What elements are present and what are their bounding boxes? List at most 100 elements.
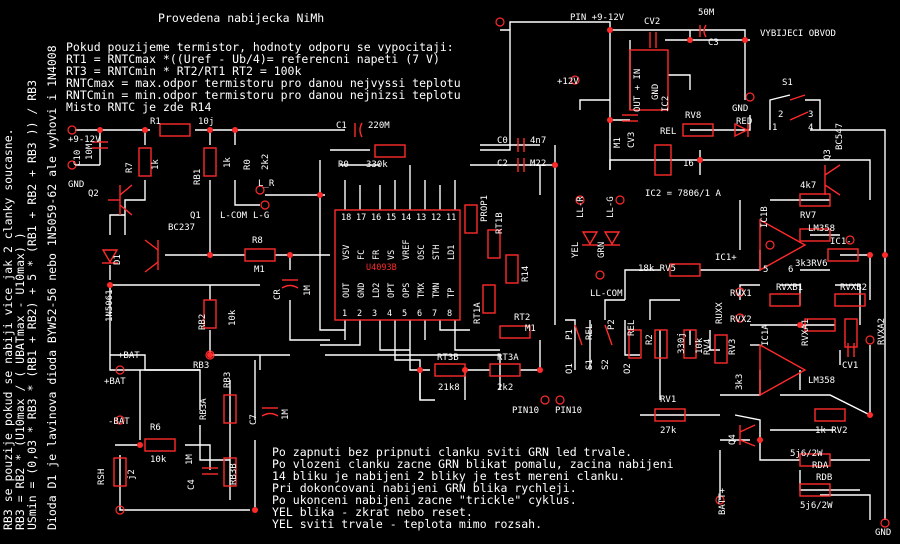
label: C7 xyxy=(249,414,259,425)
label: 10k xyxy=(150,455,167,465)
label: 4 xyxy=(808,123,813,133)
label: RDB xyxy=(816,473,832,483)
potentiometer-rv8 xyxy=(682,123,714,137)
led-red xyxy=(734,122,749,138)
ic1-chip xyxy=(334,209,461,321)
label: P2 xyxy=(607,319,617,330)
resistor-rt1b xyxy=(487,229,501,259)
label: Q1 xyxy=(190,211,201,221)
switch-s1 xyxy=(789,94,809,121)
label: O2 xyxy=(623,363,633,374)
label: RVX1 xyxy=(730,289,752,299)
bottom-notes: Po zapnuti bez pripnuti clanku sviti GRN… xyxy=(272,445,674,531)
label: RV3 xyxy=(728,339,738,355)
label: IC1- xyxy=(830,237,852,247)
label: BC237 xyxy=(168,223,195,233)
label: REL xyxy=(585,324,595,340)
resistor-rvxa2 xyxy=(844,318,858,348)
label: RV7 xyxy=(800,211,816,221)
label: P1 xyxy=(565,329,575,340)
label: IC2 xyxy=(661,96,671,112)
bottom-note-line: Po zapnuti bez pripnuti clanku sviti GRN… xyxy=(272,445,632,459)
top-notes: Pokud pouzijeme termistor, hodnoty odpor… xyxy=(66,40,461,114)
label: R14 xyxy=(521,266,531,282)
label: R2 xyxy=(645,334,655,345)
ic1-pin-number: 18 xyxy=(341,213,351,223)
label: GND xyxy=(651,84,661,100)
resistor-rdb xyxy=(799,483,831,497)
ic1-pin-name: LD1 xyxy=(447,245,457,260)
switch-p2 xyxy=(604,324,613,346)
top-note-line: Misto RNTC je zde R14 xyxy=(66,100,211,114)
label: Q3 xyxy=(823,149,833,160)
label: RB3 xyxy=(193,361,209,371)
label: BC547 xyxy=(835,123,845,150)
relay-coil xyxy=(654,144,672,176)
terminals xyxy=(67,17,890,528)
bottom-note-line: YEL sviti trvale - teplota mimo rozsah. xyxy=(272,517,542,531)
label: 1k RV2 xyxy=(815,426,848,436)
bottom-note-line: Po ukonceni nabijeni zacne "trickle" cyk… xyxy=(272,493,577,507)
side-notes: RB3 se pouzije pokud se nabiji vice jak … xyxy=(1,45,59,530)
label: +BAT xyxy=(118,351,140,361)
label: -BAT xyxy=(108,417,130,427)
label: CV2 xyxy=(644,17,660,27)
ic1-pin-number: 17 xyxy=(356,213,366,223)
label: C1 xyxy=(336,121,347,131)
capacitor-c2 xyxy=(517,158,525,172)
label: LL-R xyxy=(576,196,586,218)
potentiometer-rv6 xyxy=(827,248,859,262)
label: 5 xyxy=(763,265,768,275)
label: IC2 = 7806/1 A xyxy=(645,189,721,199)
transistor-q2 xyxy=(108,184,133,216)
resistor-rvxb2 xyxy=(834,293,866,307)
opamp-ic1b xyxy=(759,218,807,272)
ic1-pin-name: FR xyxy=(372,249,382,260)
label: RVXA2 xyxy=(877,318,887,345)
label: S1 xyxy=(782,78,793,88)
switch-p1 xyxy=(574,324,583,346)
label: 16 xyxy=(683,159,694,169)
resistor-rvxb1 xyxy=(769,293,801,307)
label: 1 xyxy=(772,123,777,133)
ic1-pin-name: OSC xyxy=(417,245,427,260)
label: R7 xyxy=(125,162,135,173)
label: RB2 xyxy=(198,314,208,330)
label: RT1A xyxy=(473,302,483,324)
label: PIN10 xyxy=(555,406,582,416)
ic1-pin-name: VSV xyxy=(342,245,352,260)
label: 5j6/2W xyxy=(800,501,833,511)
label: CR xyxy=(273,289,283,300)
ic1-pin-number: 2 xyxy=(357,309,362,319)
resistor-rb3b xyxy=(223,457,237,487)
ic1-pin-name: VS xyxy=(387,250,397,260)
label: 10k xyxy=(695,337,705,354)
label: RB3B xyxy=(229,463,239,485)
label: RV4 xyxy=(703,339,713,355)
label: +9-12V xyxy=(68,135,101,145)
label: PIN +9-12V xyxy=(570,13,625,23)
wires xyxy=(75,21,886,520)
label: GND xyxy=(875,528,891,538)
ic1-pin-name: VREF xyxy=(402,240,412,260)
label: RT3B xyxy=(437,353,459,363)
resistor-rb3a xyxy=(223,394,237,424)
label: 2 xyxy=(778,110,783,120)
potentiometer-rv7 xyxy=(799,228,831,242)
top-note-line: RT1 = RNTCmax *((Uref - Ub/4)= referencn… xyxy=(66,52,440,66)
ic1-pin-number: 6 xyxy=(417,309,422,319)
label: M1 xyxy=(613,137,623,148)
label: RVXB2 xyxy=(840,283,867,293)
led-green xyxy=(603,231,621,246)
resistor-r7 xyxy=(138,147,152,177)
potentiometer-rv1 xyxy=(654,408,686,422)
label: +BAT xyxy=(104,377,126,387)
label: 330k xyxy=(366,160,388,170)
label: M22 xyxy=(530,159,546,169)
label: 4k7 xyxy=(800,181,816,191)
components xyxy=(92,24,866,497)
label: D1 xyxy=(113,254,123,265)
label: RV8 xyxy=(685,111,701,121)
label: S1 xyxy=(585,359,595,370)
side-note-line: USmin = (0,03 * RB3 * (RB1 + RB2) + 5 * … xyxy=(25,80,39,530)
